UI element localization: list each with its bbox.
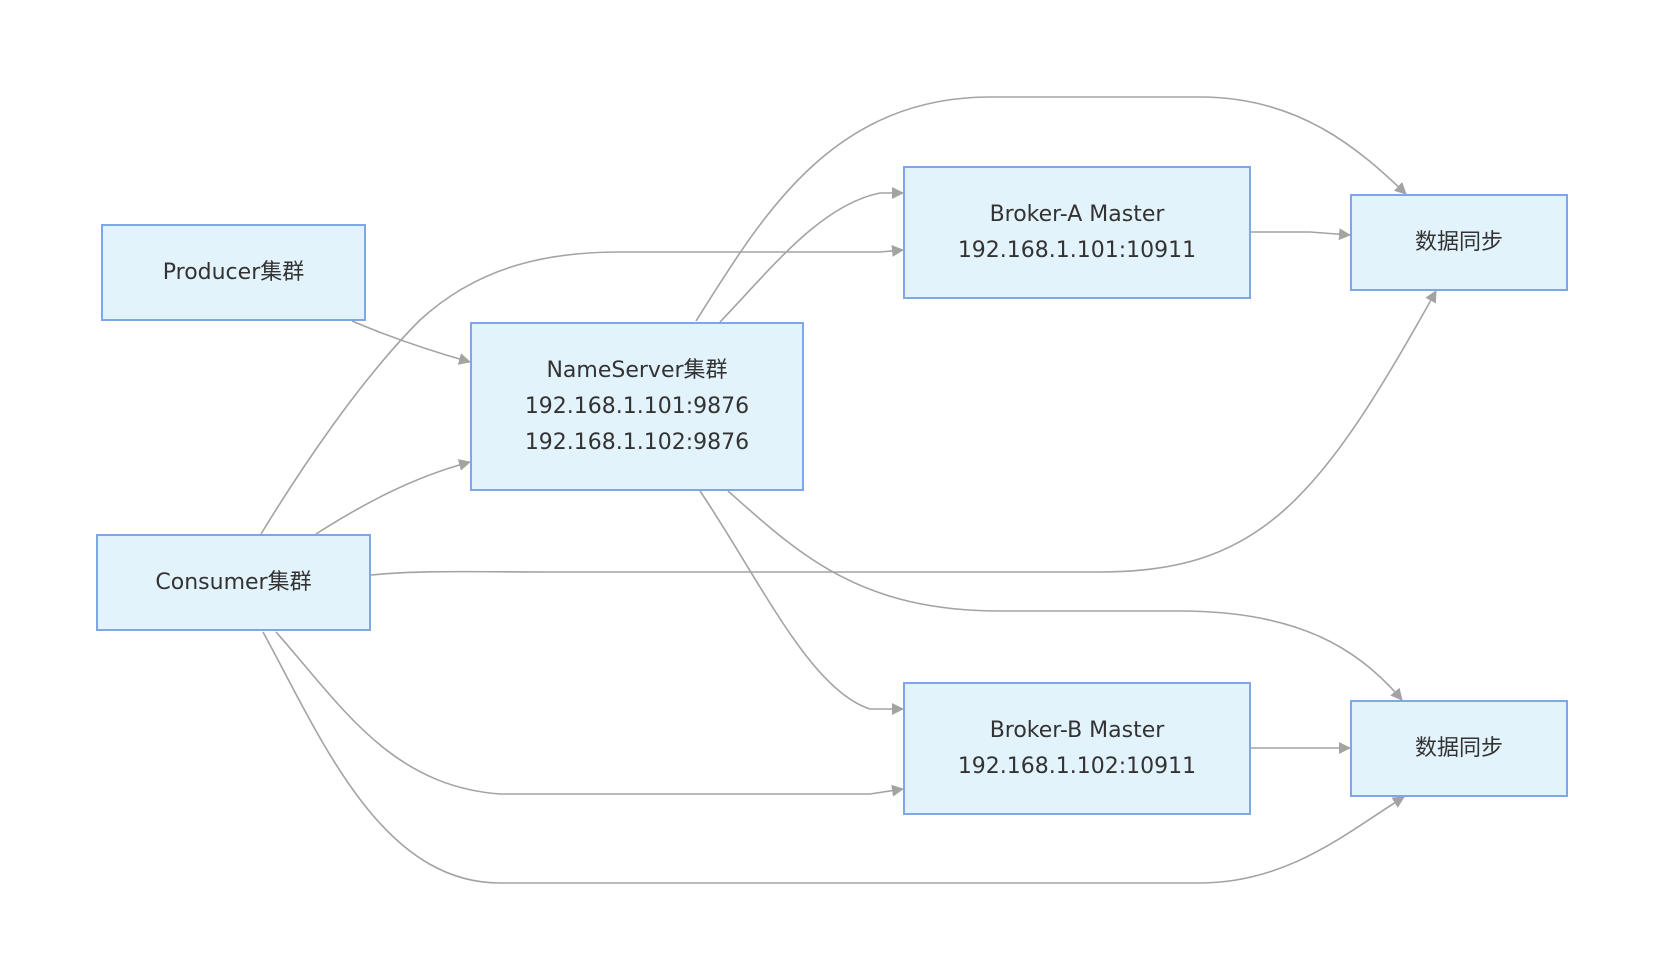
node-nameserver: NameServer集群 192.168.1.101:9876 192.168.1.… <box>470 322 804 491</box>
node-broker-a-text-1: Broker-A Master <box>989 201 1165 227</box>
node-sync-b-text-1: 数据同步 <box>1414 735 1503 761</box>
edge-producer-to-nameserver <box>351 320 471 365</box>
node-broker-b-text-2: 192.168.1.102:10911 <box>957 753 1197 779</box>
node-sync-b: 数据同步 <box>1350 700 1568 797</box>
node-consumer: Consumer集群 <box>96 534 371 631</box>
edge-nameserver-to-sync-b <box>727 490 1403 701</box>
edge-consumer-to-sync-a <box>370 290 1437 576</box>
edges-layer <box>260 96 1437 884</box>
node-producer-text-1: Producer集群 <box>162 259 305 285</box>
node-nameserver-text-2: 192.168.1.101:9876 <box>524 393 750 419</box>
edge-producer-to-broker-a <box>260 244 904 535</box>
node-sync-a-text-1: 数据同步 <box>1414 229 1503 255</box>
node-producer: Producer集群 <box>101 224 366 321</box>
edge-nameserver-to-broker-b <box>699 490 904 715</box>
edge-broker-a-to-sync-a <box>1251 228 1351 241</box>
node-nameserver-text-3: 192.168.1.102:9876 <box>524 429 750 455</box>
edge-consumer-to-broker-b <box>275 631 904 797</box>
edge-consumer-to-nameserver <box>315 459 471 535</box>
node-sync-a: 数据同步 <box>1350 194 1568 291</box>
node-broker-b-text-1: Broker-B Master <box>989 717 1165 743</box>
node-consumer-text-1: Consumer集群 <box>155 569 312 595</box>
edge-producer-to-sync-a <box>695 96 1407 322</box>
node-nameserver-text-1: NameServer集群 <box>546 357 728 383</box>
node-broker-a: Broker-A Master 192.168.1.101:10911 <box>903 166 1251 299</box>
edge-consumer-to-sync-b <box>262 631 1405 884</box>
edge-nameserver-to-broker-a <box>719 187 904 323</box>
node-broker-a-text-2: 192.168.1.101:10911 <box>957 237 1197 263</box>
node-broker-b: Broker-B Master 192.168.1.102:10911 <box>903 682 1251 815</box>
